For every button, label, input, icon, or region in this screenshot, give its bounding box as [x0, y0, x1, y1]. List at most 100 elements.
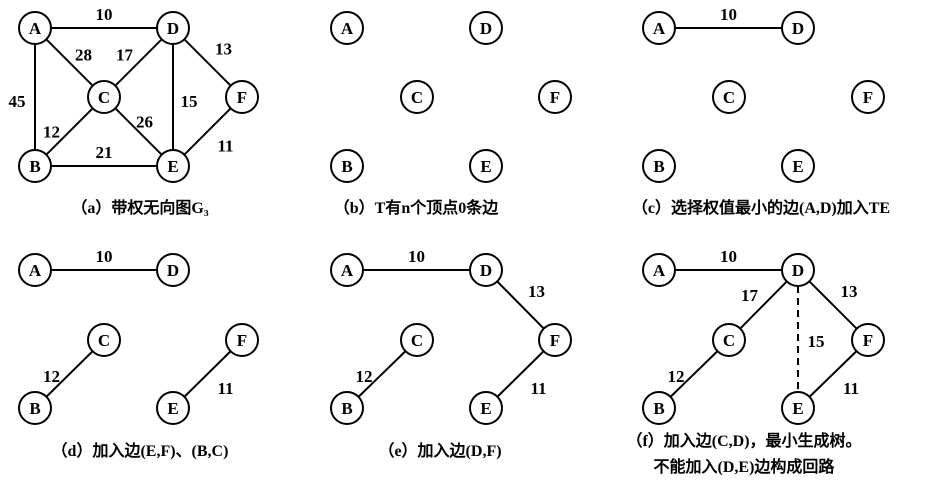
edge-weight-label: 10: [408, 247, 425, 266]
edge-weight-label: 12: [43, 367, 60, 386]
panel-a: 10 28 45 17 15 13 12 26 21 11 A D C F B E （a）带权无向图G₃: [9, 5, 259, 217]
vertex-label: D: [480, 261, 492, 280]
vertex-D: D: [469, 11, 503, 45]
vertex-B: B: [330, 149, 364, 183]
vertex-F: F: [225, 80, 259, 114]
vertex-label: D: [167, 19, 179, 38]
vertex-label: C: [411, 331, 423, 350]
edge-weight-label: 45: [9, 92, 26, 111]
edge-weight-label: 10: [96, 5, 113, 24]
vertex-label: C: [411, 88, 423, 107]
vertex-B: B: [330, 391, 364, 425]
vertex-label: E: [792, 399, 803, 418]
vertex-F: F: [851, 323, 885, 357]
vertex-E: E: [469, 149, 503, 183]
vertex-A: A: [18, 253, 52, 287]
edge-weight-label: 28: [75, 46, 92, 65]
vertex-label: F: [863, 331, 873, 350]
edge-weight-label: 13: [215, 40, 232, 59]
vertex-label: A: [653, 19, 666, 38]
edge-weight-label: 11: [530, 379, 546, 398]
edge-weight-label: 12: [356, 367, 373, 386]
edge-weight-label: 13: [841, 282, 858, 301]
vertex-label: C: [98, 88, 110, 107]
edge-E-F: [808, 350, 858, 398]
edge-weight-label: 10: [720, 247, 737, 266]
panel-caption: （e）加入边(D,F): [378, 441, 501, 460]
panel-caption: （c）选择权值最小的边(A,D)加入TE: [632, 198, 890, 217]
vertex-A: A: [18, 11, 52, 45]
edge-weight-label: 17: [116, 46, 134, 65]
vertex-E: E: [781, 149, 815, 183]
vertex-A: A: [642, 253, 676, 287]
vertex-label: E: [167, 157, 178, 176]
vertex-label: C: [723, 88, 735, 107]
panel-e: 10 13 12 11 A D C F B E （e）加入边(D,F): [330, 247, 572, 460]
edge-D-F: [808, 280, 858, 330]
edge-weight-label: 11: [217, 137, 233, 156]
vertex-D: D: [156, 11, 190, 45]
vertex-C: C: [712, 323, 746, 357]
vertex-label: A: [341, 261, 354, 280]
vertex-label: E: [480, 157, 491, 176]
vertex-D: D: [781, 11, 815, 45]
vertex-F: F: [538, 80, 572, 114]
vertex-E: E: [156, 149, 190, 183]
edge-weight-label: 11: [843, 379, 859, 398]
edge-weight-label: 13: [528, 282, 545, 301]
vertex-A: A: [642, 11, 676, 45]
vertex-D: D: [469, 253, 503, 287]
edge-B-C: [45, 107, 94, 156]
vertex-F: F: [538, 323, 572, 357]
vertex-A: A: [330, 253, 364, 287]
edge-D-F: [496, 280, 545, 330]
vertex-label: A: [29, 19, 42, 38]
vertex-label: F: [863, 88, 873, 107]
panel-caption: （f）加入边(C,D)，最小生成树。: [626, 431, 861, 450]
panel-caption: （b）T有n个顶点0条边: [334, 198, 499, 217]
panel-caption: （d）加入边(E,F)、(B,C): [52, 441, 229, 460]
vertex-B: B: [18, 391, 52, 425]
vertex-label: F: [237, 331, 247, 350]
vertex-D: D: [156, 253, 190, 287]
vertex-A: A: [330, 11, 364, 45]
vertex-label: C: [98, 331, 110, 350]
vertex-label: F: [550, 88, 560, 107]
vertex-label: B: [29, 157, 40, 176]
vertex-C: C: [712, 80, 746, 114]
edge-weight-label: 26: [136, 113, 153, 132]
panel-b: A D C F B E （b）T有n个顶点0条边: [330, 11, 572, 217]
panel-caption: 不能加入(D,E)边构成回路: [654, 457, 836, 476]
edge-weight-label: 12: [668, 367, 685, 386]
vertex-C: C: [400, 323, 434, 357]
edge-B-C: [357, 350, 407, 398]
vertex-label: E: [167, 399, 178, 418]
vertex-label: C: [723, 331, 735, 350]
vertex-label: B: [653, 399, 664, 418]
vertex-label: A: [29, 261, 42, 280]
vertex-label: E: [792, 157, 803, 176]
edge-B-C: [45, 350, 94, 398]
edge-weight-label: 17: [741, 286, 759, 305]
vertex-label: F: [237, 88, 247, 107]
edge-C-D: [739, 280, 788, 330]
vertex-label: A: [653, 261, 666, 280]
edge-weight-label: 12: [43, 123, 60, 142]
edge-D-F: [183, 38, 232, 87]
edge-A-C: [45, 38, 94, 87]
edge-weight-label: 10: [720, 5, 737, 24]
edge-weight-label: 21: [96, 143, 113, 162]
panel-caption: （a）带权无向图G₃: [71, 198, 208, 217]
vertex-E: E: [469, 391, 503, 425]
vertex-F: F: [225, 323, 259, 357]
edge-weight-label: 15: [181, 92, 198, 111]
edge-C-D: [114, 38, 163, 87]
vertex-E: E: [156, 391, 190, 425]
vertex-B: B: [642, 391, 676, 425]
vertex-label: B: [29, 399, 40, 418]
edge-weight-label: 10: [96, 247, 113, 266]
